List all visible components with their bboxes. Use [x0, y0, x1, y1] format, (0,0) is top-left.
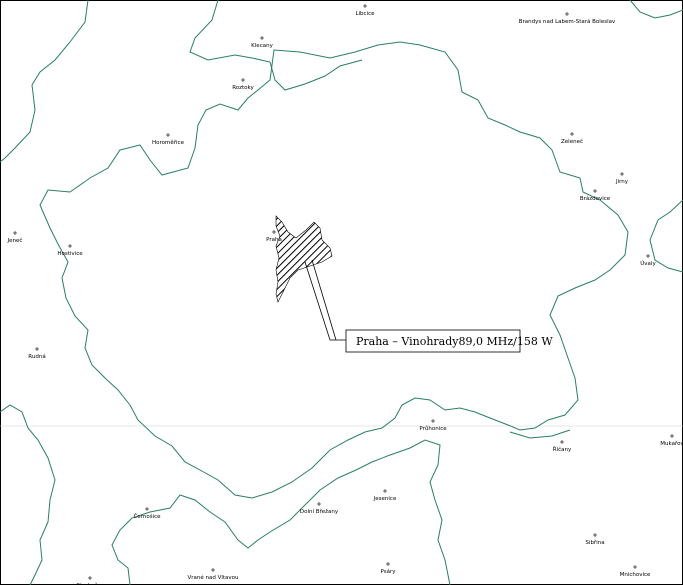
town-label: Horoměřice: [152, 139, 185, 146]
town-psary: Psáry: [381, 562, 397, 575]
contour-ne: [629, 0, 683, 19]
contour-w: [0, 404, 56, 585]
town-cernosice: Černošice: [133, 507, 161, 520]
town-rudna: Rudná: [28, 347, 46, 360]
town-label: Zeleneč: [561, 138, 583, 145]
town-label: Průhonice: [419, 425, 447, 432]
town-praha: Praha: [266, 230, 282, 243]
town-vrane: Vrané nad Vltavou: [187, 568, 239, 581]
town-dolni-brezany: Dolní Břežany: [300, 502, 339, 515]
town-mukarov: Mukařov: [660, 434, 683, 447]
town-label: Roztoky: [232, 85, 254, 91]
town-zelenec: Zeleneč: [561, 132, 583, 145]
town-label: Sibřina: [585, 539, 604, 546]
town-strancice: Struhařov: [76, 576, 104, 585]
town-horomerice: Horoměřice: [152, 133, 185, 146]
town-label: Jeneč: [7, 237, 23, 244]
town-label: Klecany: [251, 43, 273, 49]
coverage-contour: [39, 41, 629, 499]
town-jenec: Jeneč: [7, 231, 23, 244]
contour-nw: [0, 0, 89, 163]
town-jesenice: Jesenice: [373, 489, 397, 502]
town-libcice: Libcice: [355, 4, 375, 17]
town-sibrina: Sibřina: [585, 533, 605, 546]
town-label: Vrané nad Vltavou: [187, 574, 238, 581]
town-brazdovice: Brázdovice: [580, 189, 611, 202]
contour-n: [189, 0, 363, 91]
callout-label: Praha – Vinohrady89,0 MHz/158 W: [356, 335, 553, 348]
transmitter-coverage-area: [275, 215, 333, 303]
callout-box: [345, 329, 521, 353]
town-label: Libcice: [355, 11, 375, 17]
town-label: Rudná: [28, 353, 45, 360]
contour-e: [649, 199, 683, 273]
town-label: Jesenice: [373, 496, 397, 502]
town-label: Dolní Břežany: [300, 508, 339, 515]
town-pruhonice: Průhonice: [419, 419, 447, 432]
town-doubravice: Úvaly: [640, 254, 656, 267]
town-label: Praha: [266, 237, 282, 243]
callout-leader-inner: [311, 259, 337, 341]
town-label: Jirny: [615, 179, 629, 185]
contour-se: [509, 429, 571, 439]
town-roztoky: Roztoky: [232, 78, 255, 91]
town-label: Mukařov: [660, 440, 683, 447]
town-label: Černošice: [133, 513, 161, 520]
town-label: Brandys nad Labem-Stará Boleslav: [519, 18, 616, 25]
town-label: Mnichovice: [620, 572, 651, 578]
contour-s: [111, 439, 451, 585]
town-label: Hostivice: [57, 251, 83, 257]
town-label: Psáry: [381, 568, 397, 575]
callout-leader: [304, 261, 346, 341]
town-jirny: Jirny: [615, 172, 629, 185]
town-klecany: Klecany: [251, 36, 274, 49]
town-hostivice: Hostivice: [57, 244, 83, 257]
town-ricany: Říčany: [553, 440, 572, 453]
town-mnichovice: Mnichovice: [620, 565, 651, 578]
town-brandys: Brandys nad Labem-Stará Boleslav: [519, 12, 616, 25]
town-label: Úvaly: [640, 260, 656, 267]
town-label: Struhařov: [76, 582, 104, 585]
town-label: Říčany: [553, 445, 572, 453]
town-label: Brázdovice: [580, 195, 611, 202]
